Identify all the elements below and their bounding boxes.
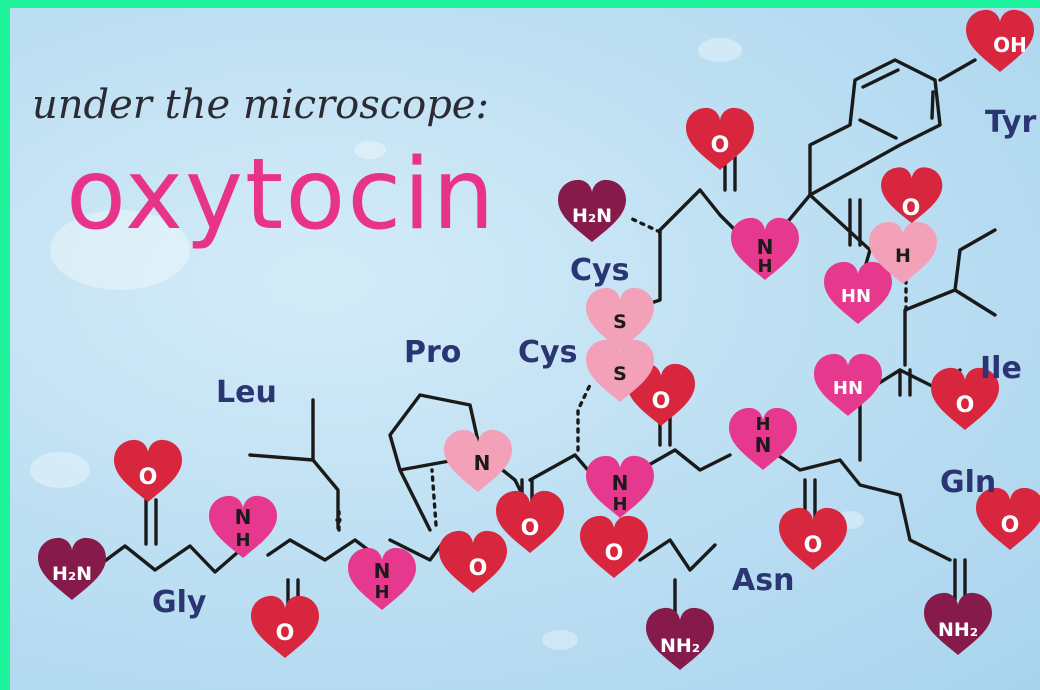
svg-text:O: O — [902, 196, 921, 221]
diagram-frame: under the microscope: oxytocin — [10, 8, 1040, 690]
svg-text:O: O — [521, 516, 540, 541]
svg-text:O: O — [276, 621, 295, 646]
svg-text:O: O — [605, 541, 624, 566]
svg-text:H₂N: H₂N — [52, 563, 92, 585]
molecule-bonds — [88, 58, 997, 627]
svg-text:H: H — [755, 414, 770, 435]
svg-text:O: O — [652, 389, 671, 414]
terminal-amine-labels: H₂N H₂N NH₂ NH₂ — [52, 205, 978, 657]
svg-text:H: H — [612, 494, 627, 515]
svg-text:O: O — [1001, 513, 1020, 538]
label-tyr: Tyr — [985, 105, 1036, 140]
light-pink-labels: S S N H — [474, 245, 911, 475]
svg-text:HN: HN — [841, 286, 871, 307]
label-gln: Gln — [940, 465, 996, 500]
label-cys-mid: Cys — [518, 335, 577, 370]
label-gly: Gly — [152, 585, 207, 620]
svg-text:OH: OH — [993, 33, 1027, 57]
svg-text:S: S — [613, 311, 627, 333]
svg-text:N: N — [755, 433, 772, 457]
svg-text:O: O — [139, 465, 158, 490]
svg-text:N: N — [374, 559, 391, 583]
label-cys-top: Cys — [570, 253, 629, 288]
svg-text:N: N — [235, 505, 252, 529]
svg-text:N: N — [757, 235, 774, 259]
svg-text:NH₂: NH₂ — [938, 619, 978, 641]
svg-text:NH₂: NH₂ — [660, 635, 700, 657]
background-decoration — [30, 38, 864, 650]
oxytocin-structure-diagram: under the microscope: oxytocin — [30, 9, 1040, 670]
svg-text:O: O — [804, 533, 823, 558]
svg-text:O: O — [711, 133, 730, 158]
label-pro: Pro — [404, 335, 461, 370]
oxygen-labels: O O O O O O O O O O O OH — [139, 33, 1027, 646]
svg-text:O: O — [469, 556, 488, 581]
svg-text:N: N — [612, 471, 629, 495]
amino-acid-labels: Tyr Cys Cys Pro Leu Ile Gln Asn Gly — [152, 105, 1036, 620]
label-ile: Ile — [980, 351, 1022, 386]
label-asn: Asn — [732, 563, 794, 598]
svg-text:S: S — [613, 363, 627, 385]
svg-text:HN: HN — [833, 378, 863, 399]
label-leu: Leu — [216, 375, 277, 410]
svg-text:H: H — [235, 530, 250, 551]
svg-text:H: H — [757, 256, 772, 277]
svg-text:H: H — [895, 245, 911, 267]
svg-text:O: O — [956, 393, 975, 418]
svg-text:H: H — [374, 582, 389, 603]
svg-text:N: N — [474, 451, 491, 475]
title-molecule: oxytocin — [66, 138, 497, 252]
amine-labels: N H N H N H N H H N HN HN — [235, 235, 871, 603]
title-subtitle: under the microscope: — [32, 82, 489, 128]
svg-text:H₂N: H₂N — [572, 205, 612, 227]
